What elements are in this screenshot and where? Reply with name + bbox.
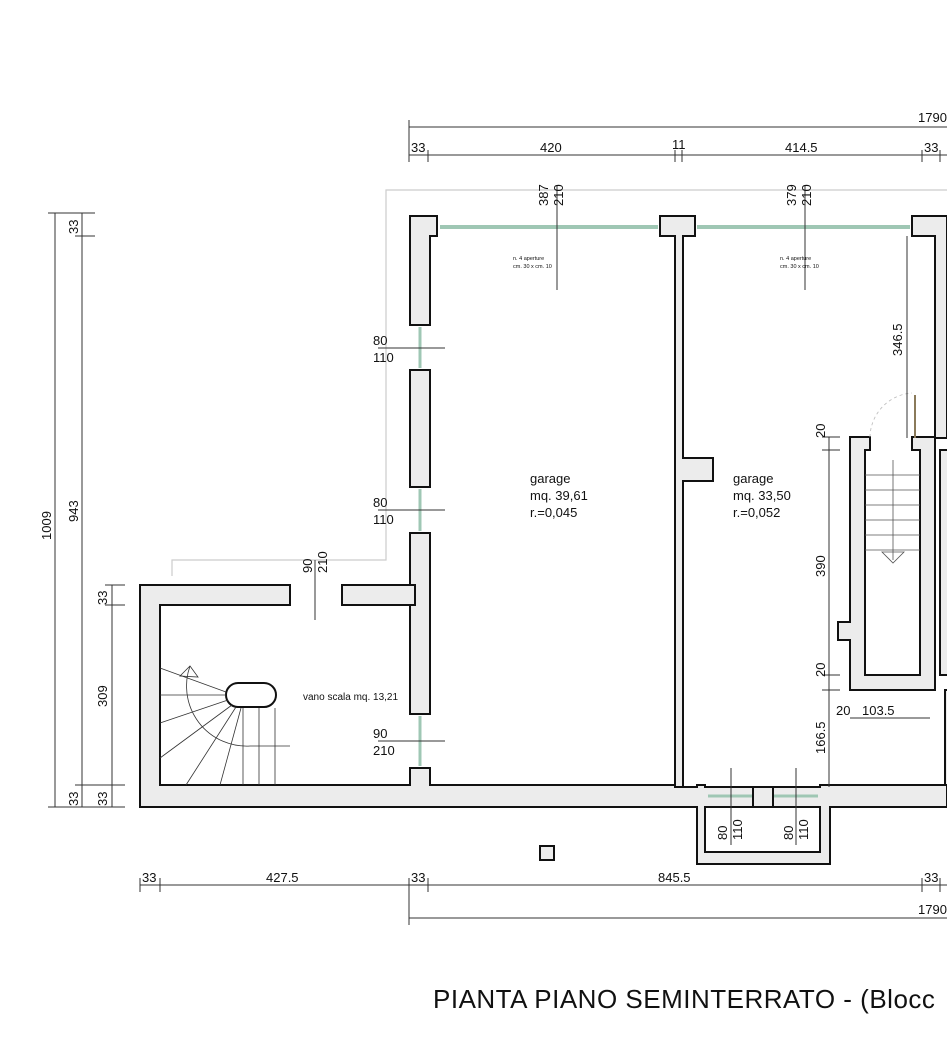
opening-width: 80 bbox=[715, 826, 730, 840]
opening-height: 210 bbox=[799, 184, 814, 206]
opening-width: 80 bbox=[373, 333, 387, 348]
opening-width: 90 bbox=[300, 559, 315, 573]
opening-height: 110 bbox=[373, 512, 394, 527]
openings-note: n. 4 aperture bbox=[780, 256, 811, 262]
openings-note: cm. 30 x cm. 10 bbox=[513, 264, 552, 270]
dim-top: 420 bbox=[540, 140, 562, 155]
dim-left-inner: 309 bbox=[95, 685, 110, 707]
dim-bottom-total: 1790 bbox=[918, 902, 947, 917]
dimension-labels: 1790 33 420 11 414.5 33 33 427.5 33 845.… bbox=[39, 110, 947, 917]
dim-top: 414.5 bbox=[785, 140, 818, 155]
dim-bottom: 33 bbox=[142, 870, 156, 885]
dim-top-total: 1790 bbox=[918, 110, 947, 125]
room-labels: garage mq. 39,61 r.=0,045 garage mq. 33,… bbox=[303, 471, 791, 703]
room-name: garage bbox=[733, 471, 773, 486]
openings-note: n. 4 aperture bbox=[513, 256, 544, 262]
dim-right: 20 bbox=[813, 663, 828, 677]
room-ratio: r.=0,052 bbox=[733, 505, 780, 520]
opening-height: 110 bbox=[373, 350, 394, 365]
opening-height: 210 bbox=[315, 551, 330, 573]
room-label: vano scala mq. 13,21 bbox=[303, 692, 398, 703]
opening-width: 80 bbox=[373, 495, 387, 510]
upper-outline bbox=[171, 189, 947, 576]
dim-left-inner: 33 bbox=[95, 591, 110, 605]
dimension-lines bbox=[48, 120, 947, 925]
dim-right: 166.5 bbox=[813, 721, 828, 754]
drawing-title: PIANTA PIANO SEMINTERRATO - (Blocc bbox=[433, 984, 936, 1014]
opening-height: 110 bbox=[730, 819, 745, 840]
spiral-stair bbox=[159, 665, 290, 786]
dim-right: 390 bbox=[813, 555, 828, 577]
opening-height: 210 bbox=[551, 184, 566, 206]
opening-width: 80 bbox=[781, 826, 796, 840]
dim-left-inner: 33 bbox=[95, 792, 110, 806]
room-ratio: r.=0,045 bbox=[530, 505, 577, 520]
dim-bottom: 33 bbox=[924, 870, 938, 885]
dim-bottom: 427.5 bbox=[266, 870, 299, 885]
dim-left: 33 bbox=[66, 220, 81, 234]
dim-top: 11 bbox=[672, 137, 686, 152]
opening-width: 379 bbox=[784, 184, 799, 206]
dim-left-total: 1009 bbox=[39, 511, 54, 540]
dim-top: 33 bbox=[924, 140, 938, 155]
room-area: mq. 33,50 bbox=[733, 488, 791, 503]
column-marker bbox=[539, 845, 555, 861]
dim-top: 33 bbox=[411, 140, 425, 155]
opening-height: 210 bbox=[373, 743, 395, 758]
dim-left: 33 bbox=[66, 792, 81, 806]
opening-width: 90 bbox=[373, 726, 387, 741]
openings-note: cm. 30 x cm. 10 bbox=[780, 264, 819, 270]
room-name: garage bbox=[530, 471, 570, 486]
opening-width: 387 bbox=[536, 184, 551, 206]
walls bbox=[139, 215, 947, 865]
opening-height: 110 bbox=[796, 819, 811, 840]
dim-right: 103.5 bbox=[862, 703, 895, 718]
dim-bottom: 845.5 bbox=[658, 870, 691, 885]
straight-stair bbox=[865, 392, 920, 564]
room-area: mq. 39,61 bbox=[530, 488, 588, 503]
dim-right: 346.5 bbox=[890, 323, 905, 356]
dim-left: 943 bbox=[66, 500, 81, 522]
dim-bottom: 33 bbox=[411, 870, 425, 885]
dim-right: 20 bbox=[836, 703, 850, 718]
opening-labels: 387 210 379 210 80 110 80 110 90 210 90 … bbox=[300, 184, 819, 840]
dim-right: 20 bbox=[813, 424, 828, 438]
